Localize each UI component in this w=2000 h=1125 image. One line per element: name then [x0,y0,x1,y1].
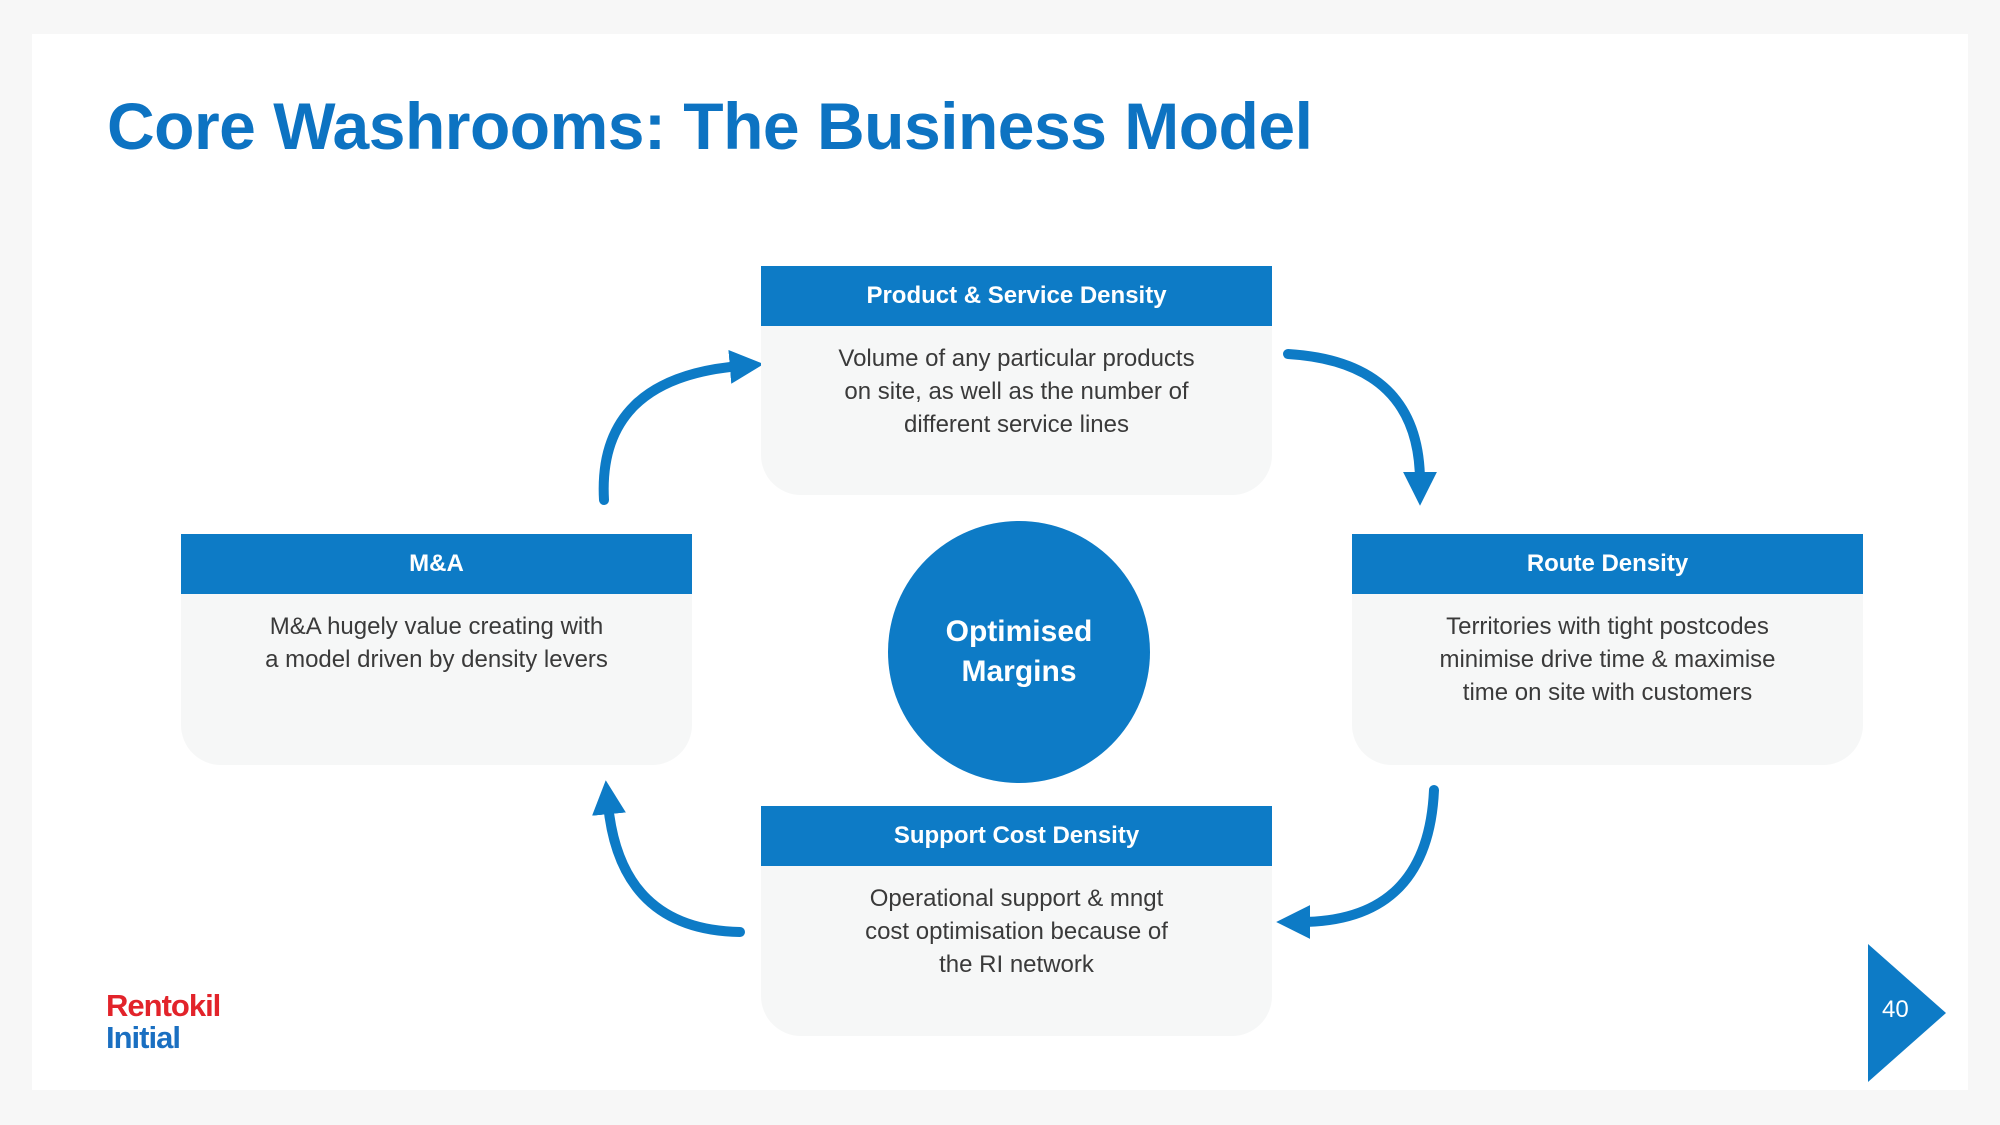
product-service-density-box: Product & Service Density Volume of any … [761,266,1272,495]
m-and-a-box: M&A M&A hugely value creating with a mod… [181,534,692,765]
page-number-marker: 40 [1868,944,1946,1082]
box-text-line: Territories with tight postcodes [1446,613,1769,640]
triangle-page-marker-icon [1868,944,1946,1082]
route-density-box: Route Density Territories with tight pos… [1352,534,1863,765]
box-text-line: the RI network [939,951,1094,978]
rentokil-initial-logo: Rentokil Initial [106,988,221,1055]
box-text-line: minimise drive time & maximise [1439,646,1776,673]
box-body: Volume of any particular products on sit… [761,326,1272,495]
box-body: Territories with tight postcodes minimis… [1352,594,1863,765]
logo-line-rentokil: Rentokil [106,988,221,1023]
box-text-line: Volume of any particular products [838,345,1195,372]
box-text-line: Operational support & mngt [869,885,1164,912]
box-body: Operational support & mngt cost optimisa… [761,866,1272,1036]
box-text-line: M&A hugely value creating with [269,613,604,640]
support-cost-density-box: Support Cost Density Operational support… [761,806,1272,1036]
logo-line-initial: Initial [106,1020,181,1055]
box-header: Product & Service Density [761,266,1272,326]
page-number: 40 [1882,996,1909,1023]
box-text-line: different service lines [904,411,1129,438]
box-header: Support Cost Density [761,806,1272,866]
box-text-line: on site, as well as the number of [844,378,1189,405]
box-body: M&A hugely value creating with a model d… [181,594,692,765]
box-text-line: a model driven by density levers [265,646,608,673]
center-label-line: Margins [961,655,1077,688]
center-label-line: Optimised [945,615,1093,648]
box-header: M&A [181,534,692,594]
optimised-margins-circle: Optimised Margins [888,521,1150,783]
box-text-line: time on site with customers [1462,679,1753,706]
box-text-line: cost optimisation because of [865,918,1168,945]
box-header: Route Density [1352,534,1863,594]
page-title: Core Washrooms: The Business Model [107,89,1313,163]
